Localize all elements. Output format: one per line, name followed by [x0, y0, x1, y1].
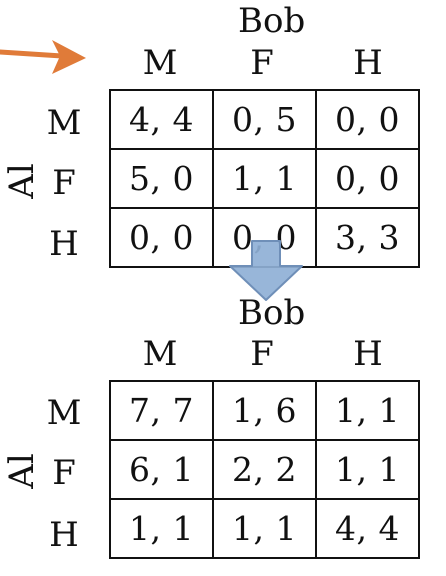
orange-pointer-arrow-icon [0, 40, 86, 74]
table-row: 4, 4 0, 5 0, 0 [109, 89, 420, 150]
bottom-cell-m-h: 1, 1 [315, 380, 420, 441]
top-column-player-label: Bob [238, 1, 306, 41]
table-row: 1, 1 1, 1 4, 4 [109, 498, 420, 559]
bottom-col-label-f: F [250, 334, 274, 374]
bottom-cell-f-h: 1, 1 [315, 439, 420, 500]
top-cell-f-f: 1, 1 [212, 148, 317, 209]
top-cell-h-m: 0, 0 [109, 207, 214, 268]
bottom-payoff-matrix: 7, 7 1, 6 1, 1 6, 1 2, 2 1, 1 1, 1 1, 1 … [109, 380, 420, 559]
bottom-cell-m-m: 7, 7 [109, 380, 214, 441]
top-cell-m-h: 0, 0 [315, 89, 420, 150]
top-col-label-h: H [353, 43, 383, 83]
bottom-row-label-m: M [46, 393, 82, 433]
bottom-cell-m-f: 1, 6 [212, 380, 317, 441]
bottom-col-label-h: H [353, 334, 383, 374]
table-row: 6, 1 2, 2 1, 1 [109, 439, 420, 500]
top-cell-f-h: 0, 0 [315, 148, 420, 209]
top-cell-m-m: 4, 4 [109, 89, 214, 150]
bottom-cell-f-m: 6, 1 [109, 439, 214, 500]
bottom-cell-h-h: 4, 4 [315, 498, 420, 559]
bottom-col-label-m: M [142, 334, 178, 374]
top-col-label-f: F [250, 43, 274, 83]
bottom-cell-h-m: 1, 1 [109, 498, 214, 559]
top-cell-m-f: 0, 5 [212, 89, 317, 150]
bottom-cell-h-f: 1, 1 [212, 498, 317, 559]
bottom-column-player-label: Bob [238, 293, 306, 333]
top-payoff-matrix: 4, 4 0, 5 0, 0 5, 0 1, 1 0, 0 0, 0 0, 0 … [109, 89, 420, 268]
bottom-row-label-h: H [49, 515, 79, 555]
top-row-label-m: M [46, 103, 82, 143]
bottom-cell-f-f: 2, 2 [212, 439, 317, 500]
top-row-player-label: Al [2, 163, 42, 199]
top-cell-f-m: 5, 0 [109, 148, 214, 209]
top-row-label-f: F [52, 163, 76, 203]
bottom-row-player-label: Al [2, 453, 42, 489]
bottom-row-label-f: F [52, 453, 76, 493]
top-cell-h-h: 3, 3 [315, 207, 420, 268]
table-row: 7, 7 1, 6 1, 1 [109, 380, 420, 441]
top-col-label-m: M [142, 43, 178, 83]
top-row-label-h: H [49, 224, 79, 264]
table-row: 5, 0 1, 1 0, 0 [109, 148, 420, 209]
blue-down-arrow-icon [229, 240, 303, 301]
